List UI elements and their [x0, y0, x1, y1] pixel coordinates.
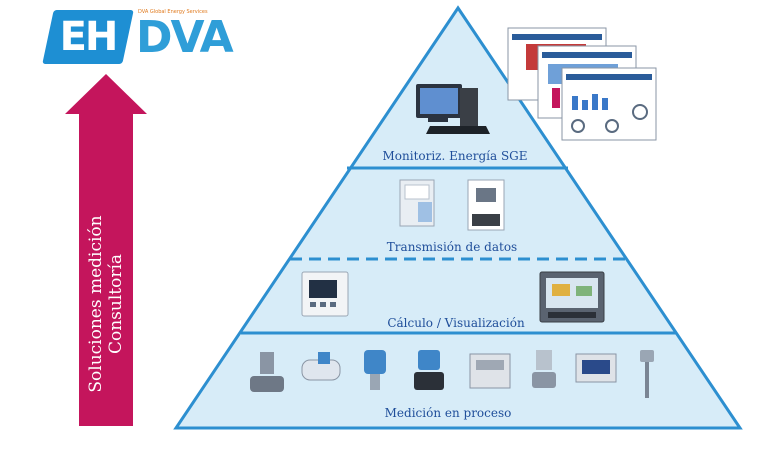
data-logger-icon	[467, 179, 505, 231]
tier-label-monitoring: Monitoriz. Energía SGE	[382, 149, 528, 163]
pyramid-shape	[173, 5, 743, 430]
solutions-arrow: Soluciones medición Consultoría	[63, 74, 149, 426]
eh-logo: EH	[42, 10, 134, 64]
magnetic-flowmeter-icon	[414, 350, 444, 390]
arrow-shape	[65, 74, 147, 426]
electromagnetic-flowmeter-icon	[301, 352, 341, 381]
monitor-icon	[416, 84, 490, 134]
dva-tagline: DVA Global Energy Services	[138, 9, 208, 15]
graphic-recorder-icon	[539, 271, 605, 323]
temperature-probe-icon	[640, 350, 654, 398]
display-unit-icon	[575, 353, 617, 383]
eh-logo-text: EH	[59, 14, 119, 60]
tier-label-transmission: Transmisión de datos	[386, 240, 518, 254]
tier-label-measurement: Medición en proceso	[384, 406, 512, 420]
pyramid-diagram	[173, 5, 743, 430]
flow-sensor-icon	[532, 350, 556, 388]
tier-label-calculation: Cálculo / Visualización	[387, 316, 525, 330]
dashboard-screenshots-icon	[507, 27, 657, 141]
vortex-flowmeter-icon	[250, 352, 284, 392]
pressure-transmitter-icon	[364, 350, 386, 390]
energy-meter-icon	[469, 353, 511, 389]
calculator-unit-icon	[301, 271, 349, 317]
dva-logo: DVA	[136, 12, 234, 63]
transmitter-module-icon	[399, 179, 435, 227]
